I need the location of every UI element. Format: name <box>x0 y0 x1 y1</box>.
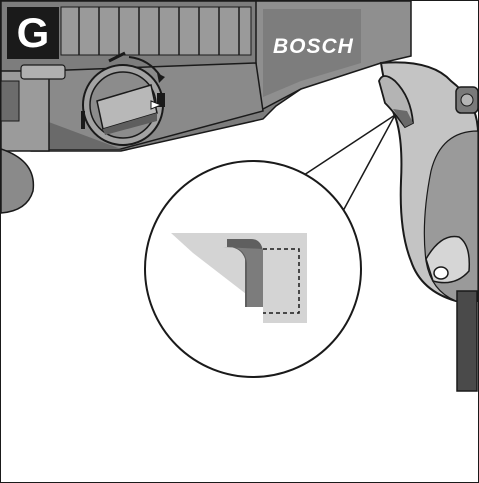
detail-zoom <box>171 233 307 323</box>
figure-label: G <box>7 7 59 59</box>
mode-selector-knob <box>81 51 165 146</box>
cooling-ribs <box>60 6 252 56</box>
lock-button <box>378 75 414 129</box>
brand-logo: BOSCH <box>273 35 354 58</box>
magnifier-callout <box>144 114 396 378</box>
chuck-area <box>1 64 66 214</box>
